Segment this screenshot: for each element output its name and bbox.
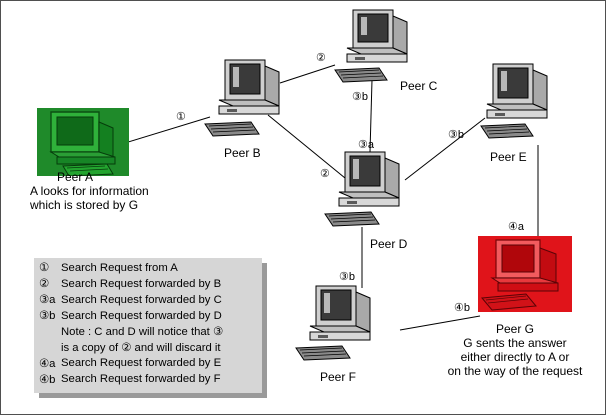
- edge-label-d-f: ③b: [339, 271, 355, 283]
- edge-label-b-d: ②: [320, 168, 330, 180]
- link-d-e: [404, 117, 486, 181]
- legend-row: ③b Search Request forwarded by D: [39, 308, 262, 324]
- peer-c-name: Peer C: [400, 79, 438, 93]
- peer-g-desc-line1: G sents the answer: [463, 336, 567, 350]
- peer-e-computer-icon: [480, 63, 548, 139]
- peer-a-name: Peer A: [56, 170, 94, 184]
- link-f-g: [399, 315, 481, 331]
- peer-b-name: Peer B: [224, 146, 261, 160]
- legend-code: ③b: [39, 310, 56, 323]
- legend-text: Search Request from A: [61, 261, 178, 274]
- legend-code: ②: [39, 278, 50, 291]
- peer-b-computer-icon: [204, 59, 280, 137]
- legend-code: ④b: [39, 373, 56, 386]
- link-b-d: [267, 114, 346, 179]
- edge-label-d-self: ③a: [358, 139, 374, 151]
- peer-e-name: Peer E: [490, 150, 527, 164]
- peer-g-computer-icon: [478, 236, 572, 312]
- legend-note-line2: is a copy of ② and will discard it: [61, 341, 221, 354]
- legend-row: ① Search Request from A: [39, 260, 262, 276]
- legend-code: ①: [39, 262, 50, 275]
- edge-label-a-b: ①: [176, 111, 186, 123]
- legend-box: ① Search Request from A ② Search Request…: [34, 258, 262, 393]
- edge-label-d-e: ③b: [448, 129, 464, 141]
- peer-g-desc-line3: on the way of the request: [447, 364, 583, 378]
- peer-f-name: Peer F: [320, 370, 357, 384]
- link-b-c: [279, 64, 336, 84]
- peer-a-desc-line1: A looks for information: [30, 184, 149, 198]
- legend-row: ④b Search Request forwarded by F: [39, 371, 262, 387]
- edge-label-c-d: ③b: [352, 91, 368, 103]
- legend-row: ③a Search Request forwarded by C: [39, 292, 262, 308]
- legend-text: Search Request forwarded by C: [61, 293, 222, 306]
- legend-row: ② Search Request forwarded by B: [39, 276, 262, 292]
- peer-d-computer-icon: [324, 151, 400, 227]
- peer-c-computer-icon: [334, 9, 408, 83]
- legend-note-line1: Note : C and D will notice that ③: [61, 326, 224, 338]
- legend-text: Search Request forwarded by E: [61, 357, 222, 370]
- legend-text: Search Request forwarded by F: [61, 373, 221, 386]
- legend-code: ④a: [39, 357, 56, 370]
- peer-f-computer-icon: [295, 285, 371, 361]
- edge-label-b-c: ②: [316, 52, 326, 64]
- legend-code: ③a: [39, 294, 56, 307]
- legend-row: ④a Search Request forwarded by E: [39, 355, 262, 371]
- peer-a-label: Peer A A looks for information which is …: [30, 170, 149, 212]
- peer-g-desc-line2: either directly to A or: [460, 350, 570, 364]
- peer-g-name: Peer G: [495, 322, 534, 336]
- edge-label-f-g: ④b: [454, 302, 470, 314]
- link-c-d: [369, 79, 373, 153]
- peer-g-label: Peer G G sents the answer either directl…: [430, 322, 600, 378]
- legend-text: Search Request forwarded by B: [61, 277, 222, 290]
- peer-a-computer-icon: [37, 108, 129, 176]
- legend-text: Search Request forwarded by D: [61, 309, 222, 322]
- peer-a-desc-line2: which is stored by G: [30, 198, 139, 212]
- link-a-b: [124, 116, 211, 144]
- peer-d-name: Peer D: [370, 237, 408, 251]
- edge-label-e-g: ④a: [508, 221, 524, 233]
